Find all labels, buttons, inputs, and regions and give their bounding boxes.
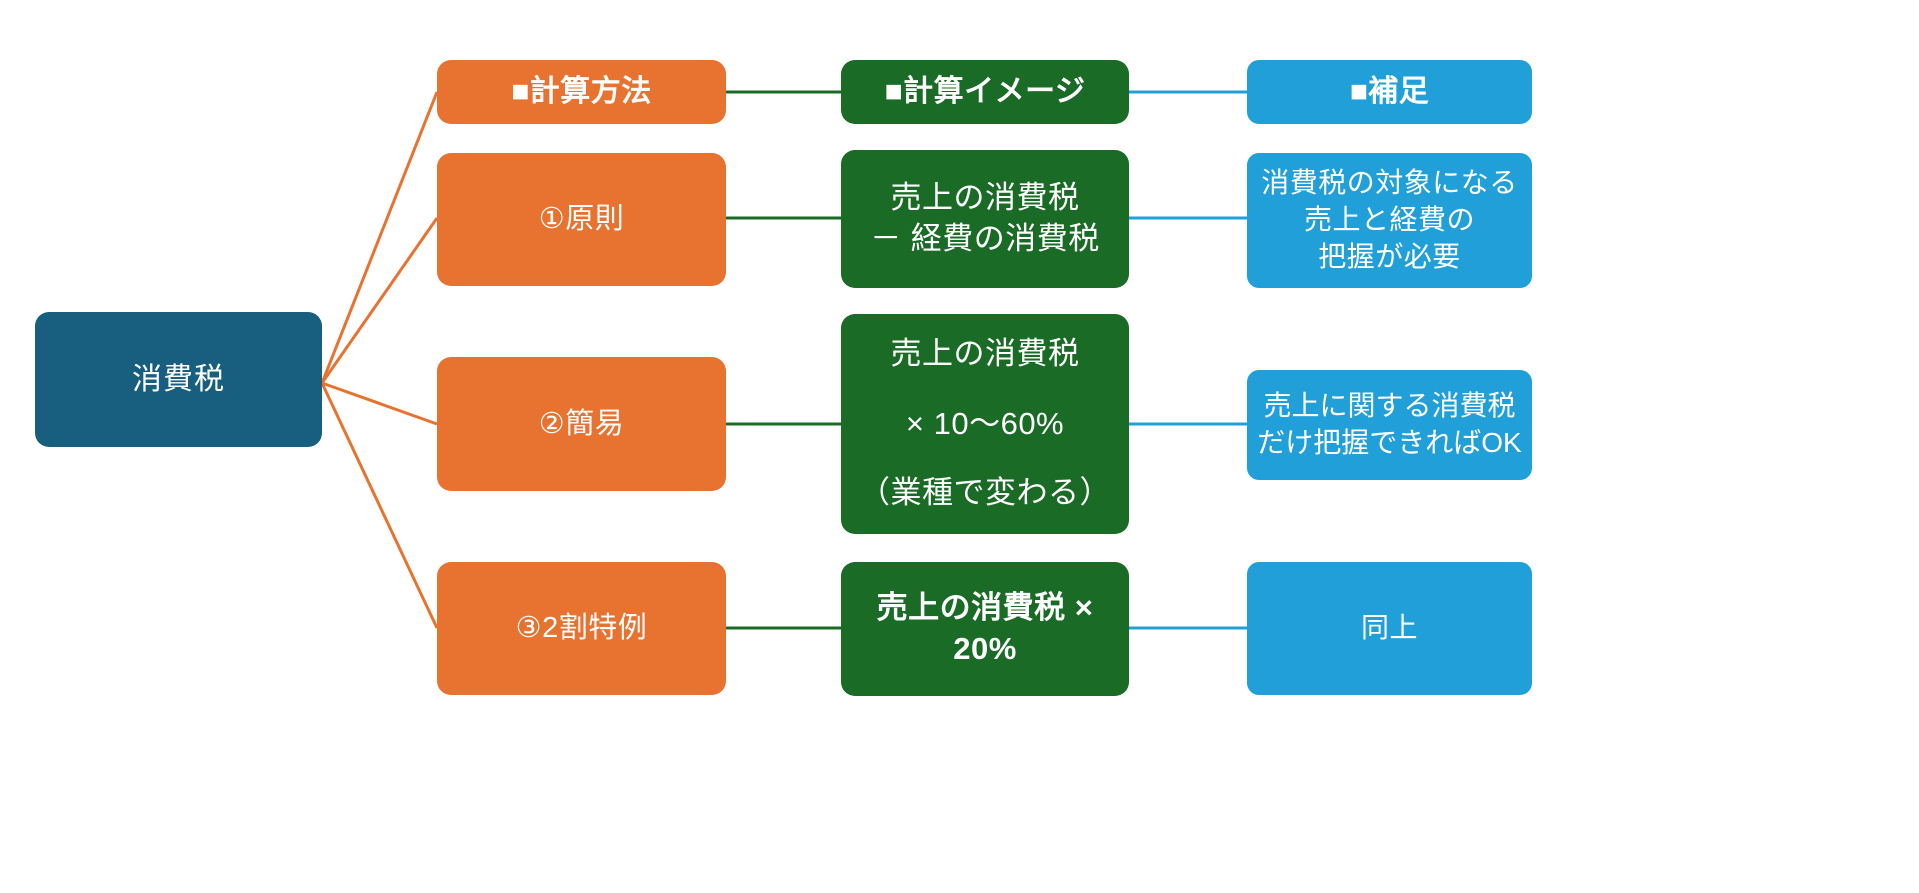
root-fanout-lines [320, 91, 439, 629]
calc-box-row-principle-label: 売上の消費税 － 経費の消費税 [870, 180, 1100, 256]
note-box-row-simplified-label: 売上に関する消費税 だけ把握できればOK [1257, 390, 1522, 458]
calc-box-row-simplified[interactable]: 売上の消費税 × 10〜60% （業種で変わる） [841, 314, 1129, 534]
method-box-row-simplified[interactable]: ②簡易 [437, 357, 726, 491]
method-box-row-principle[interactable]: ①原則 [437, 153, 726, 286]
calc-to-note-lines [1129, 90, 1247, 630]
note-box-row-two-wari[interactable]: 同上 [1247, 562, 1532, 695]
method-box-row-two-wari[interactable]: ③2割特例 [437, 562, 726, 695]
note-box-row-simplified[interactable]: 売上に関する消費税 だけ把握できればOK [1247, 370, 1532, 480]
method-box-row-principle-label: ①原則 [538, 203, 625, 236]
column-header-note-label: ■補足 [1349, 75, 1430, 109]
calc-box-row-principle[interactable]: 売上の消費税 － 経費の消費税 [841, 150, 1129, 288]
note-box-row-two-wari-label: 同上 [1360, 612, 1418, 644]
line-root-to-method-3 [320, 382, 439, 629]
method-box-row-simplified-label: ②簡易 [538, 407, 625, 440]
note-box-row-principle[interactable]: 消費税の対象になる 売上と経費の 把握が必要 [1247, 153, 1532, 288]
method-to-calc-lines [726, 90, 841, 630]
column-header-note[interactable]: ■補足 [1247, 60, 1532, 124]
method-box-row-two-wari-label: ③2割特例 [515, 612, 648, 645]
root-node-label: 消費税 [132, 362, 225, 396]
column-header-method[interactable]: ■計算方法 [437, 60, 726, 124]
line-root-to-method-2 [321, 381, 438, 426]
note-box-row-principle-label: 消費税の対象になる 売上と経費の 把握が必要 [1261, 167, 1518, 272]
calc-box-row-two-wari[interactable]: 売上の消費税 × 20% [841, 562, 1129, 696]
line-root-to-method-1 [320, 217, 439, 384]
column-header-calc-label: ■計算イメージ [884, 75, 1086, 109]
column-header-calc[interactable]: ■計算イメージ [841, 60, 1129, 124]
column-header-method-label: ■計算方法 [511, 75, 652, 109]
calc-box-row-simplified-label: 売上の消費税 × 10〜60% （業種で変わる） [859, 336, 1111, 511]
root-node-consumption-tax[interactable]: 消費税 [35, 312, 322, 447]
calc-box-row-two-wari-label: 売上の消費税 × 20% [876, 590, 1094, 666]
line-root-to-header [320, 91, 439, 384]
